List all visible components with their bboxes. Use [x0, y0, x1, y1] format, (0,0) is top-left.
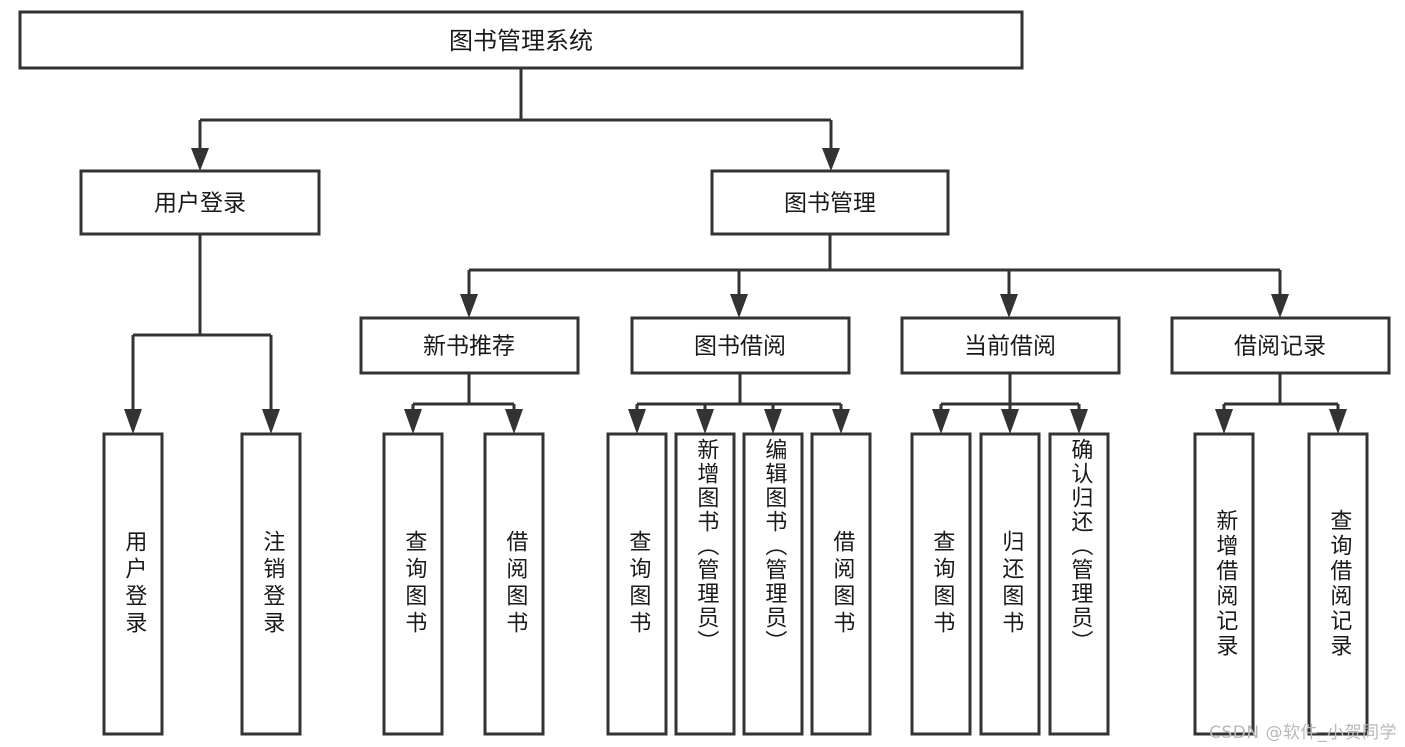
leaf-boxes [102, 432, 1369, 736]
node-user-login[interactable]: 用户登录 [79, 169, 321, 236]
arrow-to-leaf-confirm-return [1070, 409, 1088, 434]
leaf-add-record-box[interactable] [1193, 432, 1255, 736]
connector-user-login-to-leaves [124, 234, 280, 434]
arrow-to-leaf-logout-login [262, 409, 280, 434]
leaf-query-book-3-box[interactable] [910, 432, 972, 736]
new-book-rec-label: 新书推荐 [423, 334, 515, 360]
arrow-to-leaf-query-book-2 [628, 409, 646, 434]
leaf-logout-login-box[interactable] [240, 432, 302, 736]
current-borrow-label: 当前借阅 [964, 334, 1056, 360]
arrow-to-leaf-user-login [124, 409, 142, 434]
borrow-record-label: 借阅记录 [1234, 334, 1326, 360]
arrow-to-new-book-rec [460, 294, 478, 318]
arrow-to-leaf-query-record [1329, 409, 1347, 434]
node-new-book-rec[interactable]: 新书推荐 [359, 316, 580, 375]
arrow-to-book-manage [822, 148, 840, 171]
leaf-query-record-box[interactable] [1307, 432, 1369, 736]
root-label: 图书管理系统 [449, 27, 593, 55]
connector-book-borrow-to-leaves [628, 373, 850, 434]
node-book-manage[interactable]: 图书管理 [710, 169, 950, 236]
leaf-edit-book-box[interactable] [742, 432, 804, 736]
arrow-to-leaf-borrow-book-2 [832, 409, 850, 434]
node-borrow-record[interactable]: 借阅记录 [1170, 316, 1391, 375]
arrow-to-current-borrow [1000, 294, 1018, 318]
arrow-to-leaf-query-book-1 [404, 409, 422, 434]
leaf-query-book-1-box[interactable] [382, 432, 444, 736]
arrow-to-leaf-add-record [1215, 409, 1233, 434]
book-borrow-label: 图书借阅 [694, 334, 786, 360]
arrow-to-user-login [191, 148, 209, 171]
node-root[interactable]: 图书管理系统 [18, 10, 1024, 70]
arrow-to-book-borrow [730, 294, 748, 318]
node-book-borrow[interactable]: 图书借阅 [630, 316, 851, 375]
connector-new-book-rec-to-leaves [404, 373, 523, 434]
leaf-borrow-book-2-box[interactable] [810, 432, 872, 736]
current-borrow-box [900, 316, 1121, 375]
root-box [18, 10, 1024, 70]
arrow-to-borrow-record [1271, 294, 1289, 318]
new-book-rec-box [359, 316, 580, 375]
connector-root-to-level2 [191, 68, 840, 171]
leaf-borrow-book-1-box[interactable] [483, 432, 545, 736]
node-current-borrow[interactable]: 当前借阅 [900, 316, 1121, 375]
user-login-box [79, 169, 321, 236]
user-login-label: 用户登录 [154, 191, 246, 217]
arrow-to-leaf-add-book [696, 409, 714, 434]
arrow-to-leaf-edit-book [764, 409, 782, 434]
leaf-user-login-box[interactable] [102, 432, 164, 736]
arrow-to-leaf-borrow-book-1 [505, 409, 523, 434]
leaf-return-book-box[interactable] [979, 432, 1041, 736]
connector-current-borrow-to-leaves [932, 373, 1088, 434]
connector-book-manage-to-level3 [460, 234, 1289, 318]
leaf-query-book-2-box[interactable] [606, 432, 668, 736]
leaf-confirm-return-box[interactable] [1048, 432, 1110, 736]
arrow-to-leaf-return-book [1001, 409, 1019, 434]
connector-borrow-record-to-leaves [1215, 373, 1347, 434]
leaf-add-book-box[interactable] [674, 432, 736, 736]
arrow-to-leaf-query-book-3 [932, 409, 950, 434]
book-manage-label: 图书管理 [784, 191, 876, 217]
